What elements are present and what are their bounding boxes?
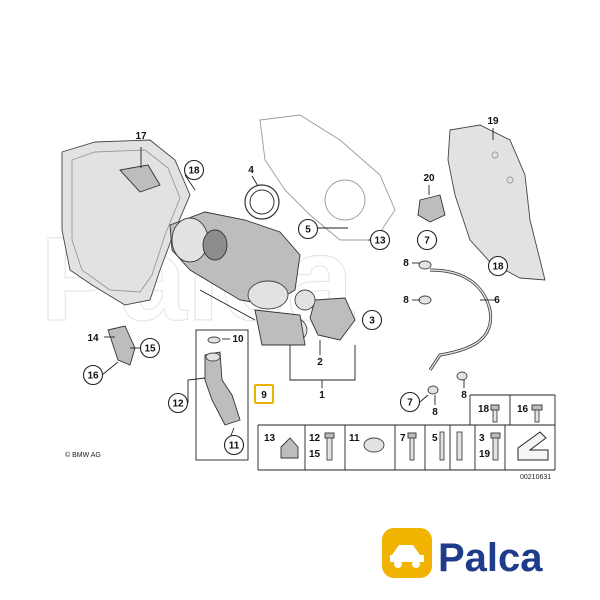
callout-1[interactable]: 1	[319, 390, 325, 401]
svg-text:16: 16	[87, 371, 99, 382]
palca-logo: Palca	[382, 528, 543, 580]
svg-text:19: 19	[487, 116, 499, 127]
fastener-7-label: 7	[400, 433, 406, 444]
callout-9-label: 9	[261, 390, 267, 401]
svg-text:4: 4	[248, 165, 254, 176]
actuator-2	[294, 289, 356, 341]
callout-14[interactable]: 14	[87, 333, 99, 344]
callout-8c[interactable]: 8	[432, 407, 438, 418]
copyright-credit: © BMW AG	[65, 451, 101, 459]
callout-8a[interactable]: 8	[403, 258, 409, 269]
svg-text:8: 8	[403, 258, 409, 269]
callout-17[interactable]: 17	[135, 131, 147, 142]
svg-text:8: 8	[432, 407, 438, 418]
callout-7b[interactable]: 7	[399, 391, 421, 413]
svg-text:12: 12	[172, 399, 184, 410]
car-icon	[390, 545, 424, 562]
callout-3[interactable]: 3	[361, 309, 383, 331]
callout-9-highlight[interactable]: 9	[254, 384, 274, 404]
fastener-3-label: 3	[479, 433, 485, 444]
svg-text:17: 17	[135, 131, 147, 142]
callout-19[interactable]: 19	[487, 116, 499, 127]
heat-shield-19	[447, 124, 546, 281]
svg-text:5: 5	[305, 225, 311, 236]
oil-return-pipe-group	[195, 329, 249, 461]
wheel-icon	[412, 560, 420, 568]
palca-logo-text: Palca	[438, 536, 543, 580]
svg-text:3: 3	[369, 316, 375, 327]
svg-text:6: 6	[494, 295, 500, 306]
bolt-7-shank-icon	[409, 437, 415, 461]
bolt-16-icon	[531, 404, 543, 411]
svg-text:18: 18	[188, 166, 200, 177]
callout-7a[interactable]: 7	[416, 229, 438, 251]
bracket-20	[417, 194, 446, 223]
heat-shield-17	[61, 139, 191, 306]
svg-text:20: 20	[423, 173, 435, 184]
fastener-19-label: 19	[479, 449, 491, 460]
bolt-12-icon	[324, 432, 335, 439]
oil-line-6	[428, 268, 493, 371]
fastener-15-label: 15	[309, 449, 321, 460]
callout-8b[interactable]: 8	[403, 295, 409, 306]
callout-4[interactable]: 4	[248, 165, 254, 176]
callout-13[interactable]: 13	[369, 229, 391, 251]
svg-text:1: 1	[319, 390, 325, 401]
bolt-18-shank-icon	[492, 409, 498, 423]
callout-2[interactable]: 2	[317, 357, 323, 368]
svg-text:7: 7	[407, 398, 413, 409]
fastener-16-label: 16	[517, 404, 529, 415]
gasket-4	[244, 184, 280, 220]
svg-text:8: 8	[403, 295, 409, 306]
nut-13-icon	[280, 437, 299, 459]
callout-5[interactable]: 5	[297, 218, 319, 240]
svg-text:14: 14	[87, 333, 99, 344]
bolt-16-shank-icon	[534, 409, 540, 423]
fastener-18-label: 18	[478, 404, 490, 415]
clamp-11-icon	[363, 437, 385, 453]
fastener-11-label: 11	[349, 433, 360, 444]
callout-12[interactable]: 12	[167, 392, 189, 414]
callout-11[interactable]: 11	[223, 434, 245, 456]
callout-6[interactable]: 6	[494, 295, 500, 306]
callout-10[interactable]: 10	[232, 334, 244, 345]
svg-text:8: 8	[461, 390, 467, 401]
document-number: 00210631	[520, 474, 551, 481]
svg-text:7: 7	[424, 236, 430, 247]
stud-3-icon	[456, 431, 463, 461]
callout-20[interactable]: 20	[423, 173, 435, 184]
fastener-13-label: 13	[264, 433, 276, 444]
wheel-icon	[394, 560, 402, 568]
fastener-12-label: 12	[309, 433, 321, 444]
turbocharger-1	[169, 211, 308, 346]
svg-text:18: 18	[492, 262, 504, 273]
svg-text:15: 15	[144, 344, 156, 355]
callout-8d[interactable]: 8	[461, 390, 467, 401]
callout-18b[interactable]: 18	[487, 255, 509, 277]
callout-16[interactable]: 16	[82, 364, 104, 386]
stud-5-icon	[439, 431, 445, 461]
bolt-18-icon	[490, 404, 500, 411]
svg-text:13: 13	[374, 236, 386, 247]
callout-18a[interactable]: 18	[183, 159, 205, 181]
svg-text:10: 10	[232, 334, 244, 345]
bolt-3-shank-icon	[492, 437, 499, 461]
svg-text:2: 2	[317, 357, 323, 368]
bolt-12-shank-icon	[326, 437, 333, 461]
svg-text:11: 11	[229, 441, 240, 452]
bolt-7-icon	[407, 432, 417, 439]
bolt-3-icon	[490, 432, 501, 439]
fastener-5-label: 5	[432, 433, 438, 444]
direction-arrow-icon	[517, 431, 549, 461]
fastener-table: 18 16 13 12 15 11 7 5 3 19	[257, 394, 556, 471]
bracket-14	[107, 325, 136, 366]
washers	[418, 260, 468, 395]
callout-15[interactable]: 15	[139, 337, 161, 359]
